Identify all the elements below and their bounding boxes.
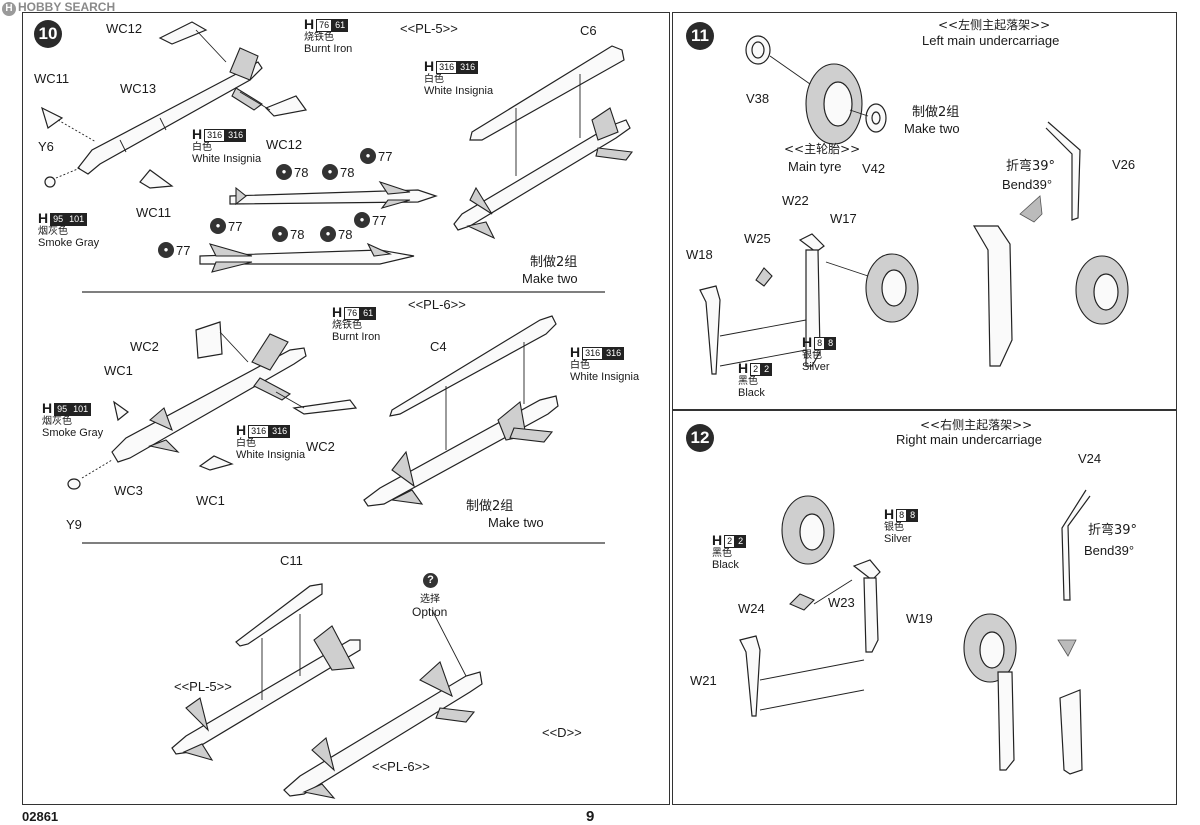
decal-badge: ● [322, 164, 338, 180]
tyre-cn: <<主轮胎>> [784, 142, 861, 156]
part-c11: C11 [280, 553, 303, 568]
decal-badge: ● [158, 242, 174, 258]
pl6-missile-exploded [67, 321, 358, 490]
decal-badge: ● [276, 164, 292, 180]
step-10-panel [22, 12, 670, 805]
part-wc12-a: WC12 [106, 21, 143, 36]
option-cn: 选择 [420, 594, 440, 605]
part-y9: Y9 [66, 517, 82, 532]
step-number-12: 12 [686, 424, 714, 452]
decal-badge: ● [354, 212, 370, 228]
make-two-en-3: Make two [904, 121, 960, 136]
option-en: Option [412, 605, 448, 619]
pl6-launcher-c4 [363, 315, 559, 507]
decal-number: 78 [340, 165, 355, 180]
option-d-assembly [171, 583, 483, 799]
decal-badge: ● [320, 226, 336, 242]
hobby-search-icon: H [2, 2, 16, 16]
part-wc1-a: WC1 [104, 363, 133, 378]
part-w21: W21 [690, 673, 717, 688]
step-12-panel [672, 410, 1177, 805]
step11-left-undercarriage [699, 35, 1129, 375]
decal-missile-bottom [199, 242, 415, 273]
part-w18: W18 [686, 247, 713, 262]
product-code: 02861 [22, 809, 59, 824]
part-wc3: WC3 [114, 483, 143, 498]
bend-cn-12: 折弯39° [1088, 523, 1138, 538]
pl5-missile-exploded [41, 21, 308, 189]
part-w23: W23 [828, 595, 855, 610]
pl6-title: <<PL-6>> [408, 297, 466, 312]
step12-right-undercarriage [739, 489, 1091, 775]
make-two-en-2: Make two [488, 515, 544, 530]
tyre-en: Main tyre [788, 159, 842, 174]
part-wc11-b: WC11 [136, 205, 172, 220]
part-v38: V38 [746, 91, 770, 106]
make-two-cn-3: 制做2组 [912, 105, 960, 120]
decal-number: 78 [294, 165, 309, 180]
decal-number: 77 [378, 149, 393, 164]
step12-title-cn: <<右侧主起落架>> [920, 418, 1033, 432]
decal-number: 77 [228, 219, 243, 234]
part-wc2-a: WC2 [130, 339, 159, 354]
part-y6: Y6 [38, 139, 54, 154]
step11-title-en: Left main undercarriage [922, 33, 1060, 48]
decal-badge: ● [360, 148, 376, 164]
decal-number: 78 [290, 227, 305, 242]
d-label: <<D>> [542, 725, 582, 740]
make-two-cn-1: 制做2组 [530, 255, 578, 270]
part-wc12-b: WC12 [266, 137, 303, 152]
option-question-icon: ? [423, 573, 438, 588]
page-number: 9 [586, 808, 595, 825]
part-c4: C4 [430, 339, 447, 354]
step-number-11: 11 [686, 22, 714, 50]
part-w22: W22 [782, 193, 809, 208]
make-two-cn-2: 制做2组 [466, 499, 514, 514]
decal-number: 78 [338, 227, 353, 242]
part-wc2-b: WC2 [306, 439, 335, 454]
decal-missile-top [229, 180, 438, 209]
step12-title-en: Right main undercarriage [896, 432, 1042, 447]
part-w25: W25 [744, 231, 771, 246]
pl5-label-d: <<PL-5>> [174, 679, 232, 694]
part-w19: W19 [906, 611, 933, 626]
part-v24: V24 [1078, 451, 1102, 466]
step11-title-cn: <<左侧主起落架>> [938, 18, 1051, 32]
part-wc1-b: WC1 [196, 493, 225, 508]
decal-number: 77 [372, 213, 387, 228]
pl5-launcher-c6 [453, 45, 634, 240]
part-w17: W17 [830, 211, 857, 226]
bend-en-12: Bend39° [1084, 543, 1135, 558]
decal-badge: ● [272, 226, 288, 242]
decal-number: 77 [176, 243, 191, 258]
part-w24: W24 [738, 601, 765, 616]
make-two-en-1: Make two [522, 271, 578, 286]
decal-badge: ● [210, 218, 226, 234]
part-c6: C6 [580, 23, 597, 38]
part-wc11-a: WC11 [34, 71, 70, 86]
step-11-panel [672, 12, 1177, 410]
bend-en-11: Bend39° [1002, 177, 1053, 192]
part-wc13: WC13 [120, 81, 157, 96]
pl6-label-d: <<PL-6>> [372, 759, 430, 774]
bend-cn-11: 折弯39° [1006, 159, 1056, 174]
part-v42: V42 [862, 161, 886, 176]
part-v26: V26 [1112, 157, 1136, 172]
step-number-10: 10 [34, 20, 62, 48]
pl5-title: <<PL-5>> [400, 21, 458, 36]
